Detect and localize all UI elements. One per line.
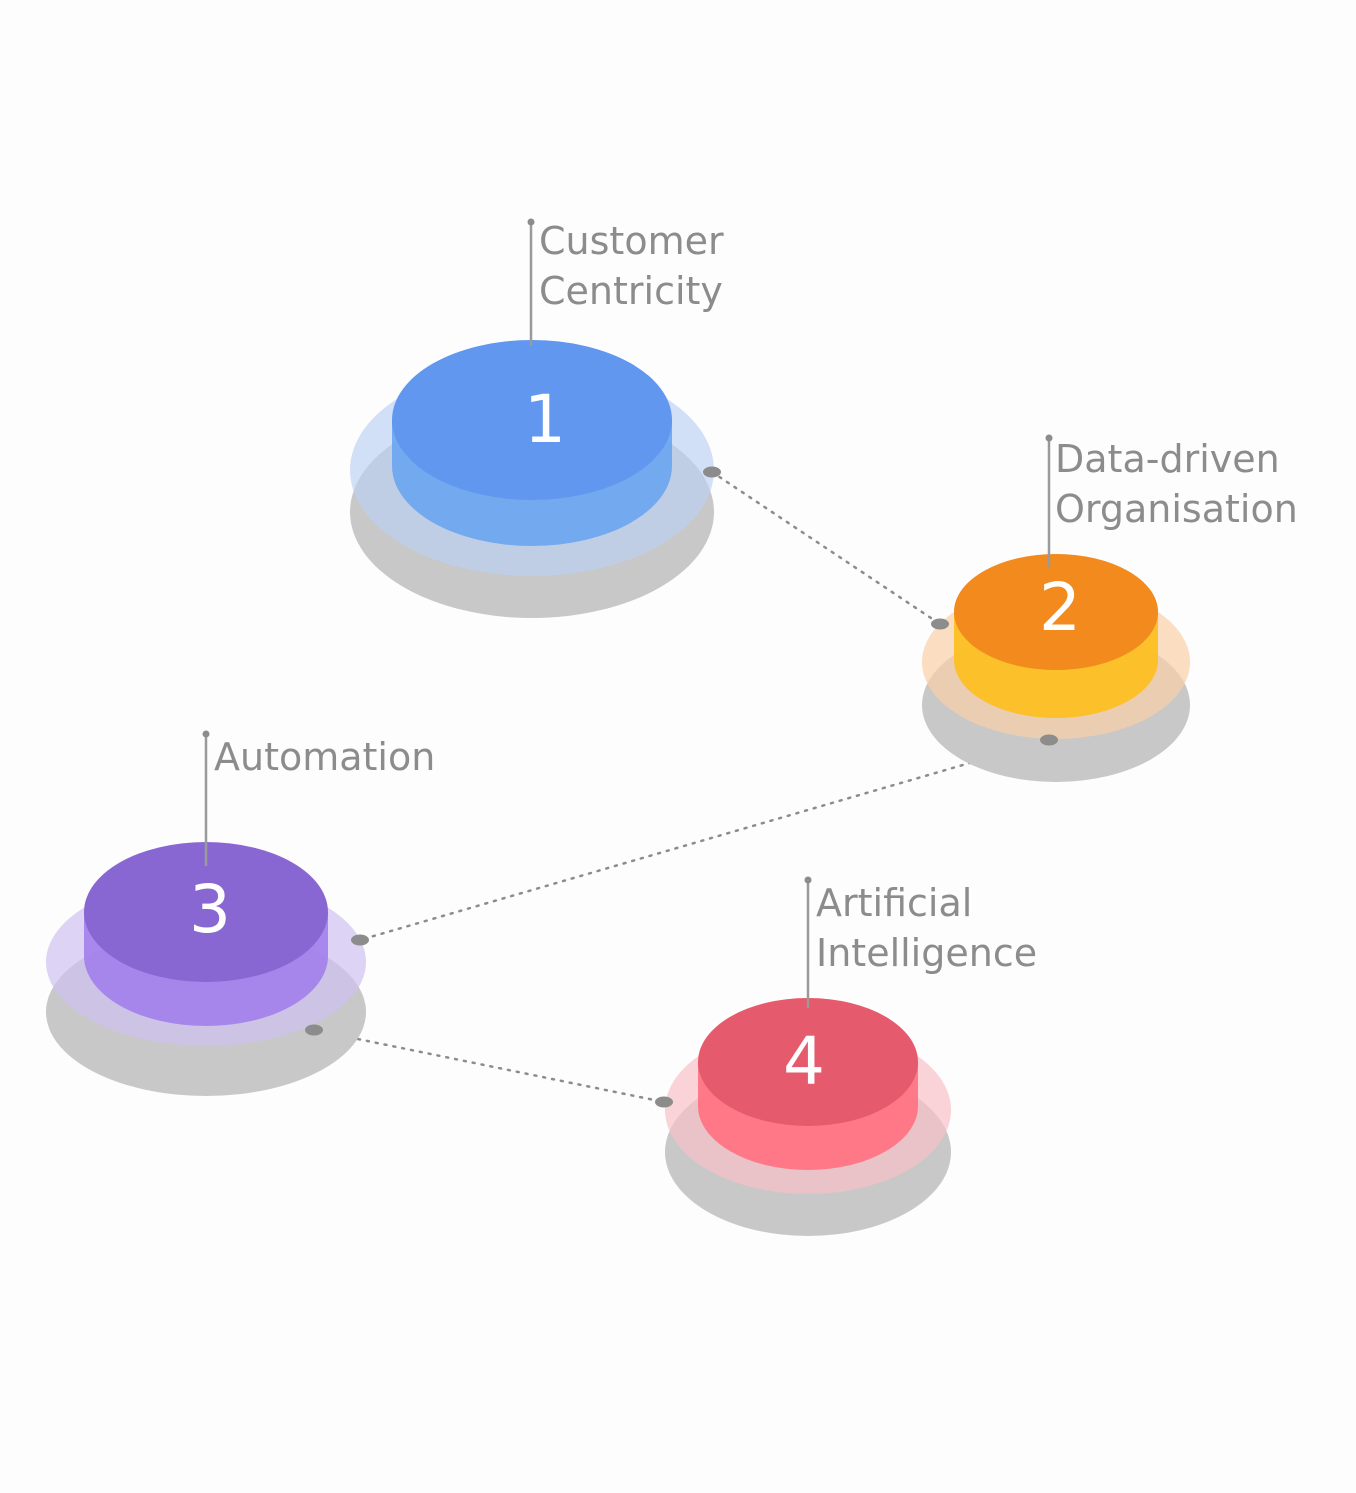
step-4-disc: 4 — [665, 998, 951, 1236]
connector-3-4 — [312, 1028, 666, 1104]
step-3-top — [84, 842, 328, 982]
step-3-label-line-1: Automation — [214, 735, 436, 779]
step-1-top — [392, 340, 672, 500]
connectors — [312, 470, 1051, 1104]
step-4-label-line-2: Intelligence — [816, 931, 1038, 975]
connector-1-2 — [710, 470, 942, 626]
step-4-label-line-1: Artificial — [816, 881, 973, 925]
connector-dot — [931, 618, 949, 630]
step-3-pointer-tip — [202, 730, 210, 738]
step-1-label-line-1: Customer — [539, 219, 724, 263]
step-4-number: 4 — [783, 1023, 825, 1100]
step-1-disc: 1 — [350, 340, 714, 618]
step-2-disc: 2 — [922, 554, 1190, 782]
step-3-number: 3 — [189, 871, 231, 948]
pointer-tips — [202, 218, 1053, 884]
step-2-pointer-tip — [1045, 434, 1053, 442]
connector-dot — [655, 1096, 673, 1108]
step-4-label: Artificial Intelligence — [816, 878, 1037, 978]
step-2-label: Data-driven Organisation — [1055, 434, 1298, 534]
step-3-disc: 3 — [46, 842, 366, 1096]
step-4-pointer-tip — [804, 876, 812, 884]
step-4-top — [698, 998, 918, 1126]
step-2-number: 2 — [1039, 569, 1081, 646]
connector-dot — [351, 934, 369, 946]
step-3-label: Automation — [214, 732, 435, 782]
connector-dot — [703, 466, 721, 478]
step-1-label-line-2: Centricity — [539, 269, 723, 313]
connector-dots — [305, 466, 1058, 1108]
step-2-top — [954, 554, 1158, 670]
step-1-number: 1 — [524, 381, 566, 458]
connector-2-3 — [358, 738, 1051, 942]
step-1-label: Customer Centricity — [539, 216, 724, 316]
connector-dot — [1040, 734, 1058, 746]
step-2-label-line-1: Data-driven — [1055, 437, 1280, 481]
label-pointers — [204, 222, 1051, 1008]
step-1-pointer-tip — [527, 218, 535, 226]
connector-dot — [305, 1024, 323, 1036]
step-2-label-line-2: Organisation — [1055, 487, 1298, 531]
